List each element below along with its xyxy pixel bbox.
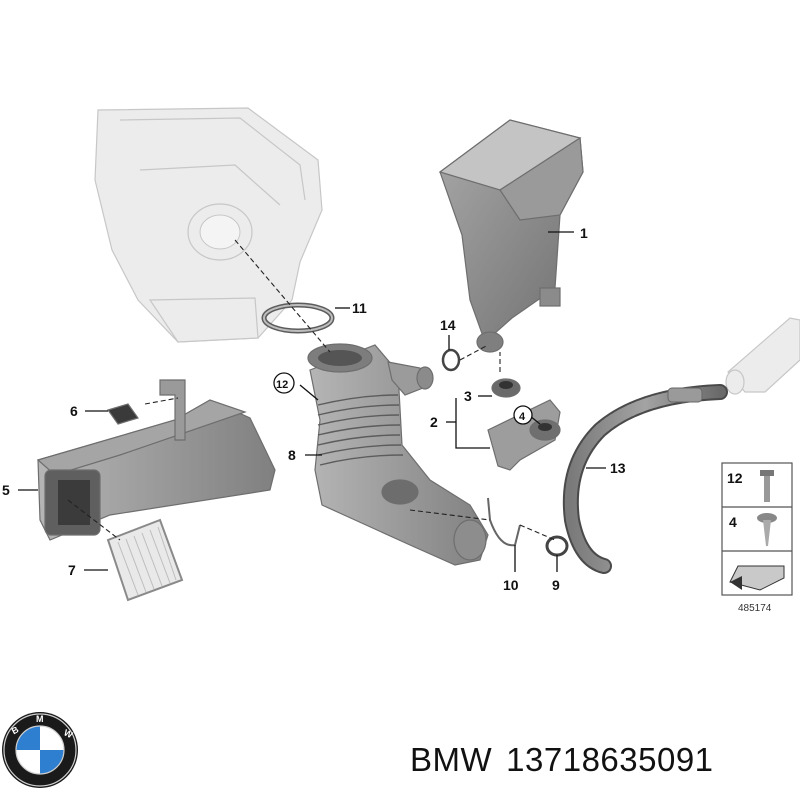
- arrow-icon: [729, 565, 785, 591]
- callout-8: 8: [288, 447, 296, 463]
- callout-9: 9: [552, 577, 560, 593]
- part-8-intake-bellows[interactable]: [307, 343, 489, 566]
- callout-6: 6: [70, 403, 78, 419]
- part-6-foam-pad[interactable]: [107, 379, 186, 441]
- bmw-logo: B M W: [2, 712, 78, 788]
- part-2-bracket[interactable]: [487, 399, 561, 471]
- callout-14: 14: [440, 317, 456, 333]
- legend-label-12: 12: [727, 470, 743, 486]
- part-10-wire-clip[interactable]: [487, 497, 521, 547]
- callout-13: 13: [610, 460, 626, 476]
- part-4-grommet[interactable]: [529, 419, 561, 441]
- callout-1: 1: [580, 225, 588, 241]
- part-caption: BMW 13718635091: [410, 741, 728, 779]
- part-11-hose-clamp[interactable]: [261, 302, 335, 334]
- callout-4-circle: [513, 405, 533, 425]
- callout-12-circle: [273, 372, 295, 394]
- screw-icon: [757, 513, 777, 546]
- part-14-o-ring[interactable]: [441, 348, 461, 372]
- part-7-grille[interactable]: [106, 518, 184, 602]
- bolt-icon: [760, 470, 774, 502]
- callout-10: 10: [503, 577, 519, 593]
- svg-text:B: B: [10, 724, 21, 736]
- drawing-number: 485174: [738, 603, 772, 614]
- callout-12: 12: [276, 379, 288, 391]
- part-9-ring[interactable]: [545, 535, 569, 557]
- callout-2: 2: [430, 414, 438, 430]
- part-13-vent-hose[interactable]: [562, 384, 728, 574]
- legend-label-4: 4: [729, 514, 737, 530]
- brand-name: BMW: [410, 741, 493, 778]
- callouts: 1 11 14 12 3 2 4 8 6 5 7 10 9 13: [2, 225, 626, 593]
- callout-11: 11: [352, 300, 367, 316]
- intake-pipe-ghost: [725, 317, 800, 395]
- part-3-grommet[interactable]: [491, 378, 521, 398]
- callout-5: 5: [2, 482, 10, 498]
- hardware-legend: 12 4 485174: [721, 462, 793, 614]
- part-5-lower-duct[interactable]: [36, 399, 276, 541]
- svg-text:M: M: [36, 714, 44, 724]
- callout-3: 3: [464, 388, 472, 404]
- callout-7: 7: [68, 562, 76, 578]
- assembly-lines: [67, 239, 556, 541]
- air-filter-housing-ghost: [94, 107, 323, 343]
- callout-4: 4: [519, 411, 526, 423]
- part-1-air-duct[interactable]: [438, 119, 584, 353]
- part-number: 13718635091: [506, 741, 714, 778]
